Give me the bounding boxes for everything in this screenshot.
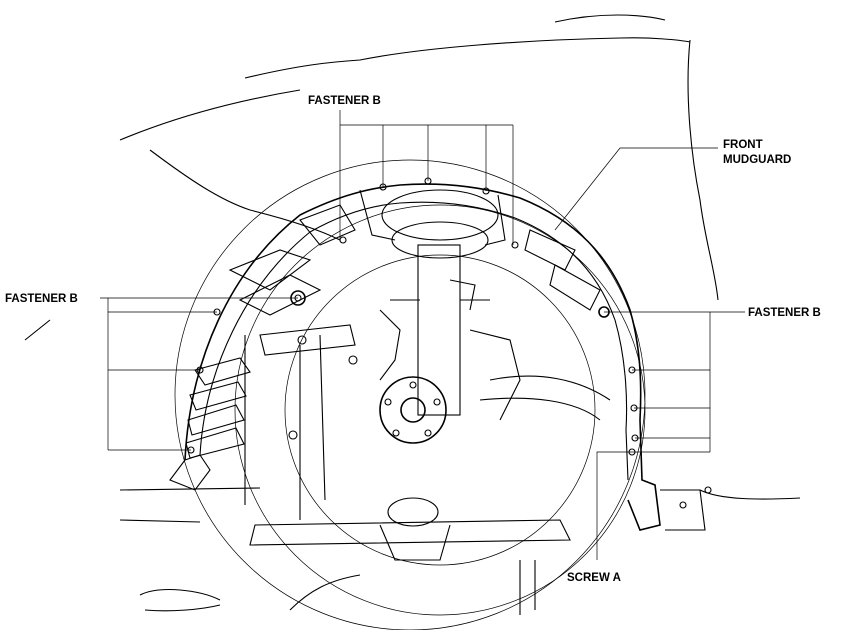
fastener-b-icon <box>339 236 347 244</box>
leader-lines <box>100 110 745 560</box>
screw-a-label: SCREW A <box>567 572 621 584</box>
fastener-b-left-label: FASTENER B <box>5 293 78 305</box>
front-mudguard <box>169 183 661 531</box>
fastener-b-right-label: FASTENER B <box>748 307 821 319</box>
vehicle-body-outline <box>24 14 801 500</box>
front-mudguard-label-line1: FRONT <box>723 139 763 151</box>
front-mudguard-label-line2: MUDGUARD <box>723 154 791 166</box>
fasteners <box>187 177 639 456</box>
wheel-hub <box>379 376 447 444</box>
subframe-left <box>244 324 358 520</box>
lower-arm <box>249 375 611 561</box>
suspension-strut <box>379 189 521 421</box>
fastener-b-icon <box>511 241 519 249</box>
lower-lines <box>119 486 712 615</box>
fastener-b-top-label: FASTENER B <box>308 95 381 107</box>
tire-outline <box>174 159 646 630</box>
